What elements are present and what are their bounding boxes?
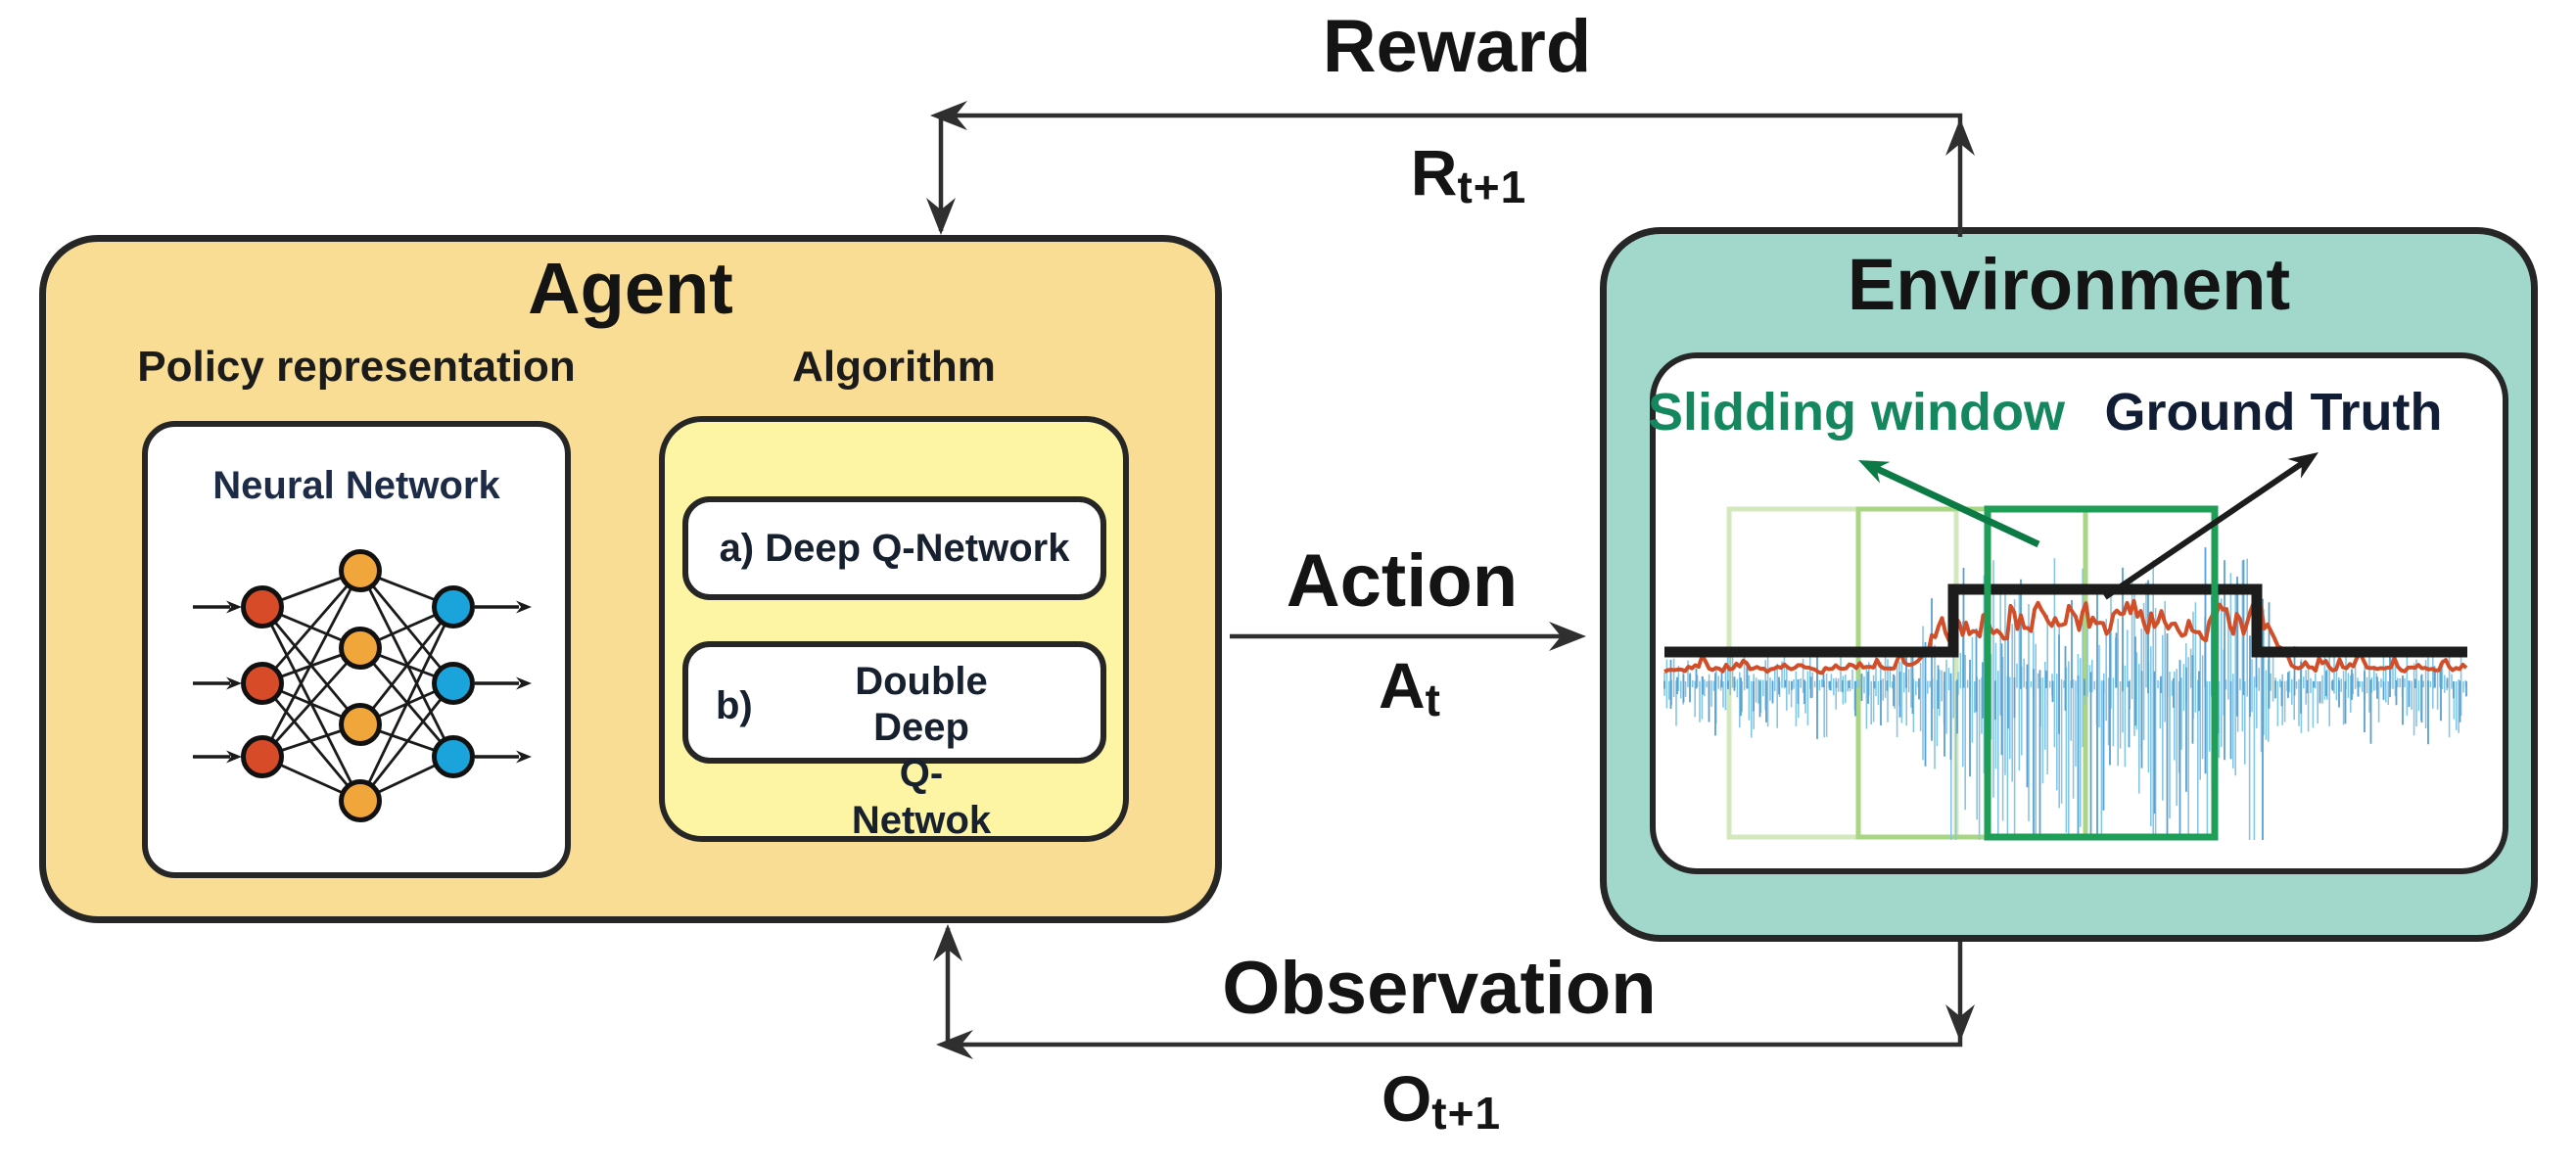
ddqn-label: Double Deep Q-Netwok	[851, 660, 992, 842]
policy-representation-header: Policy representation	[137, 343, 576, 391]
ddqn-prefix: b)	[716, 684, 753, 727]
observation-symbol: Ot+1	[1381, 1062, 1502, 1139]
observation-arrowhead-down	[1945, 1004, 1975, 1042]
reward-arrowhead-down	[926, 198, 956, 235]
reward-arrowhead-left	[930, 101, 967, 130]
dqn-box: a) Deep Q-Network	[682, 496, 1106, 600]
reward-symbol: Rt+1	[1410, 136, 1527, 212]
algorithm-box	[659, 416, 1129, 842]
agent-title: Agent	[528, 248, 733, 329]
algorithm-header: Algorithm	[792, 343, 996, 391]
action-arrowhead-right	[1549, 622, 1586, 651]
dqn-label: a) Deep Q-Network	[719, 526, 1070, 570]
observation-arrowhead-left	[936, 1030, 973, 1059]
neural-network-title: Neural Network	[212, 464, 500, 507]
environment-title: Environment	[1847, 244, 2291, 325]
reward-arrowhead-up	[1945, 118, 1975, 156]
observation-label: Observation	[1222, 947, 1657, 1030]
observation-arrowhead-up	[933, 924, 962, 961]
action-symbol: At	[1379, 649, 1441, 725]
action-label: Action	[1286, 539, 1519, 623]
ddqn-box: b) Double Deep Q-Netwok	[682, 641, 1106, 842]
ground-truth-label: Ground Truth	[2104, 383, 2443, 442]
reward-label: Reward	[1322, 5, 1592, 88]
sliding-window-label: Slidding window	[1648, 383, 2065, 442]
